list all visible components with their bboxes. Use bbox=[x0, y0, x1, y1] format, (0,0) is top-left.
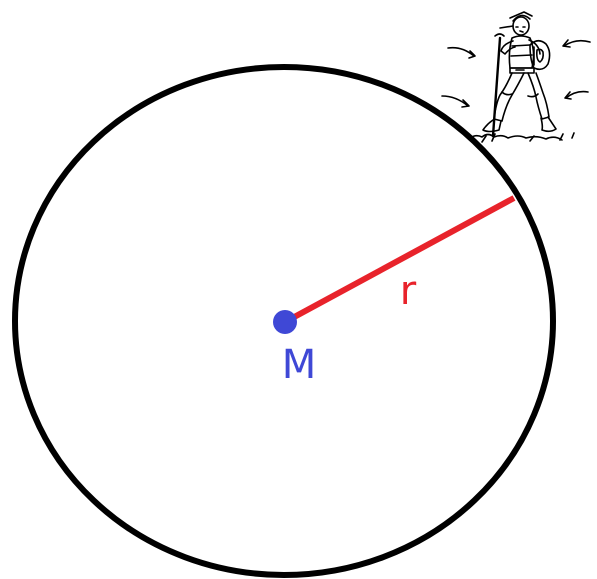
hiker-legs bbox=[493, 72, 525, 122]
backpack bbox=[529, 39, 551, 71]
radius-line bbox=[283, 195, 516, 325]
radius-label: r bbox=[400, 268, 417, 314]
arrow-right-upper bbox=[563, 39, 591, 47]
walking-stick bbox=[491, 36, 502, 138]
arrow-left-lower bbox=[441, 95, 469, 107]
ground-grass bbox=[469, 133, 563, 141]
hiker-icon bbox=[441, 11, 591, 143]
center-label: M bbox=[282, 342, 317, 388]
arrow-left-upper bbox=[447, 46, 475, 57]
center-point bbox=[273, 310, 297, 334]
circle-outline bbox=[12, 64, 556, 578]
hiker-head bbox=[512, 16, 530, 36]
arrow-right-lower bbox=[565, 90, 589, 99]
